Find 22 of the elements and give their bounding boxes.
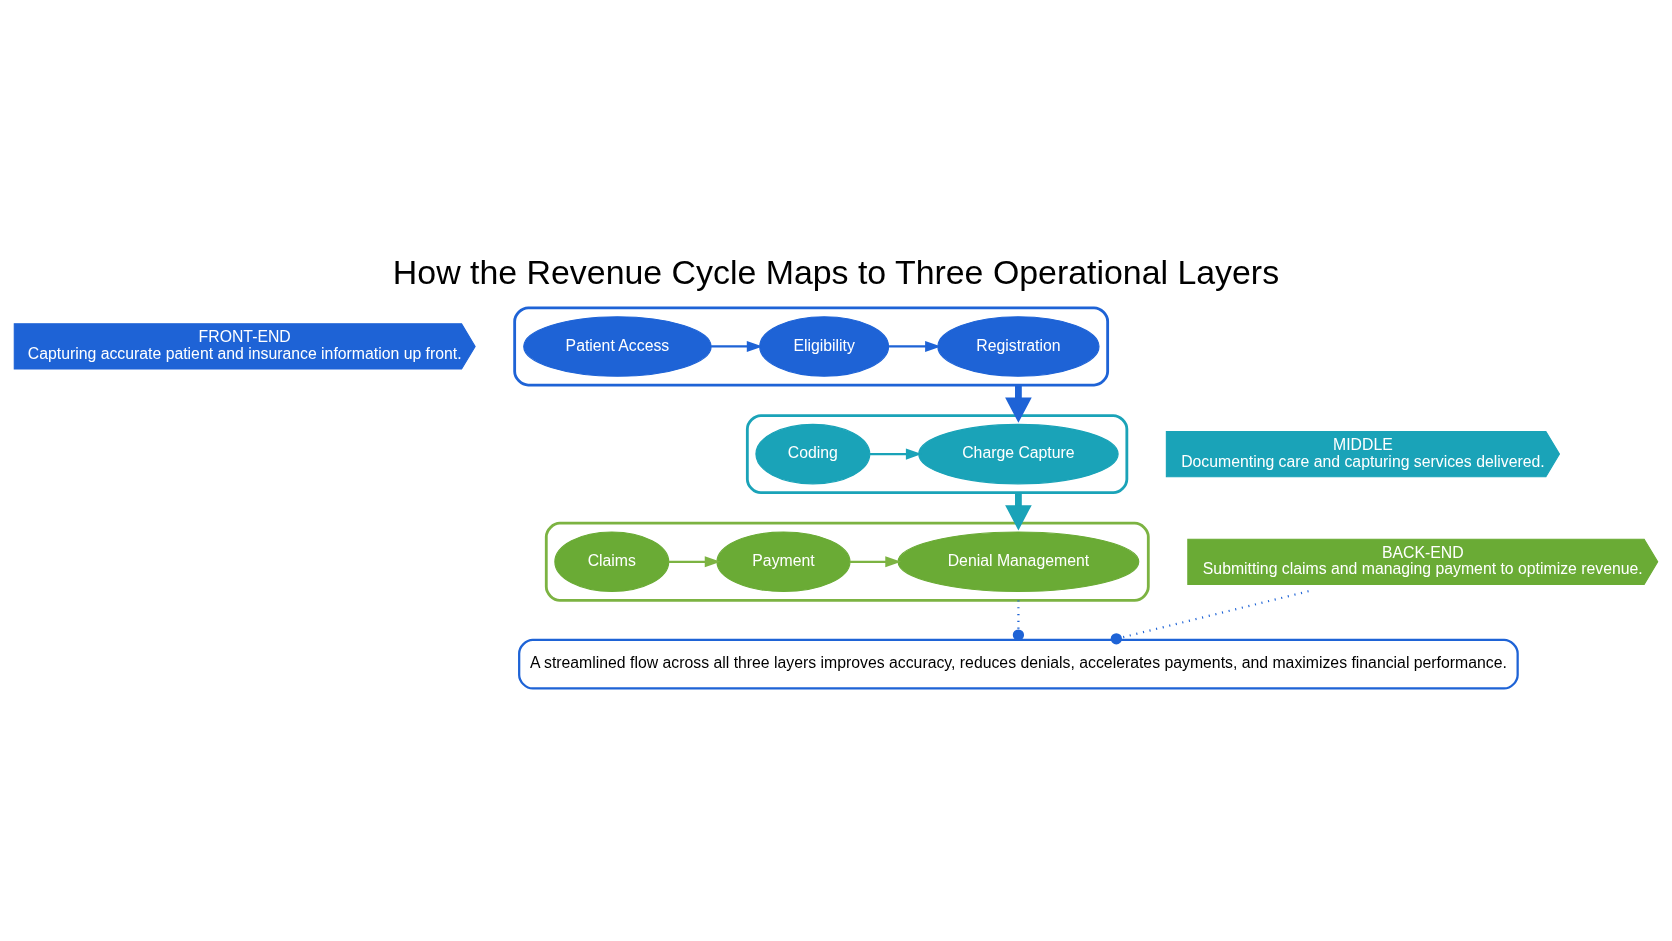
arrow: [850, 556, 902, 568]
connector: [1110, 590, 1309, 645]
connector: [1012, 600, 1025, 641]
arrow: [711, 340, 763, 352]
cluster: [513, 306, 1110, 387]
arrow: [869, 448, 922, 460]
node-ellipse: Charge Capture: [918, 423, 1119, 485]
cluster: [544, 521, 1150, 602]
node-ellipse: Claims: [554, 531, 670, 593]
arrow: [1005, 492, 1032, 531]
node-ellipse: Coding: [755, 423, 871, 485]
node-ellipse: Patient Access: [523, 316, 712, 377]
arrow: [1005, 385, 1032, 423]
node-box: A streamlined flow across all three layers improves accuracy, reduces denials, accelerates payments, and maximizes financial performance.: [518, 638, 1519, 690]
node-ellipse: Registration: [937, 316, 1100, 377]
diagram-title: How the Revenue Cycle Maps to Three Operational Layers: [392, 253, 1280, 292]
node-ellipse: Denial Management: [897, 531, 1140, 593]
arrow: [668, 556, 721, 568]
node-ellipse: Payment: [716, 531, 851, 593]
arrow: [889, 340, 941, 352]
cluster: [745, 414, 1129, 495]
node-ellipse: Eligibility: [759, 316, 890, 377]
